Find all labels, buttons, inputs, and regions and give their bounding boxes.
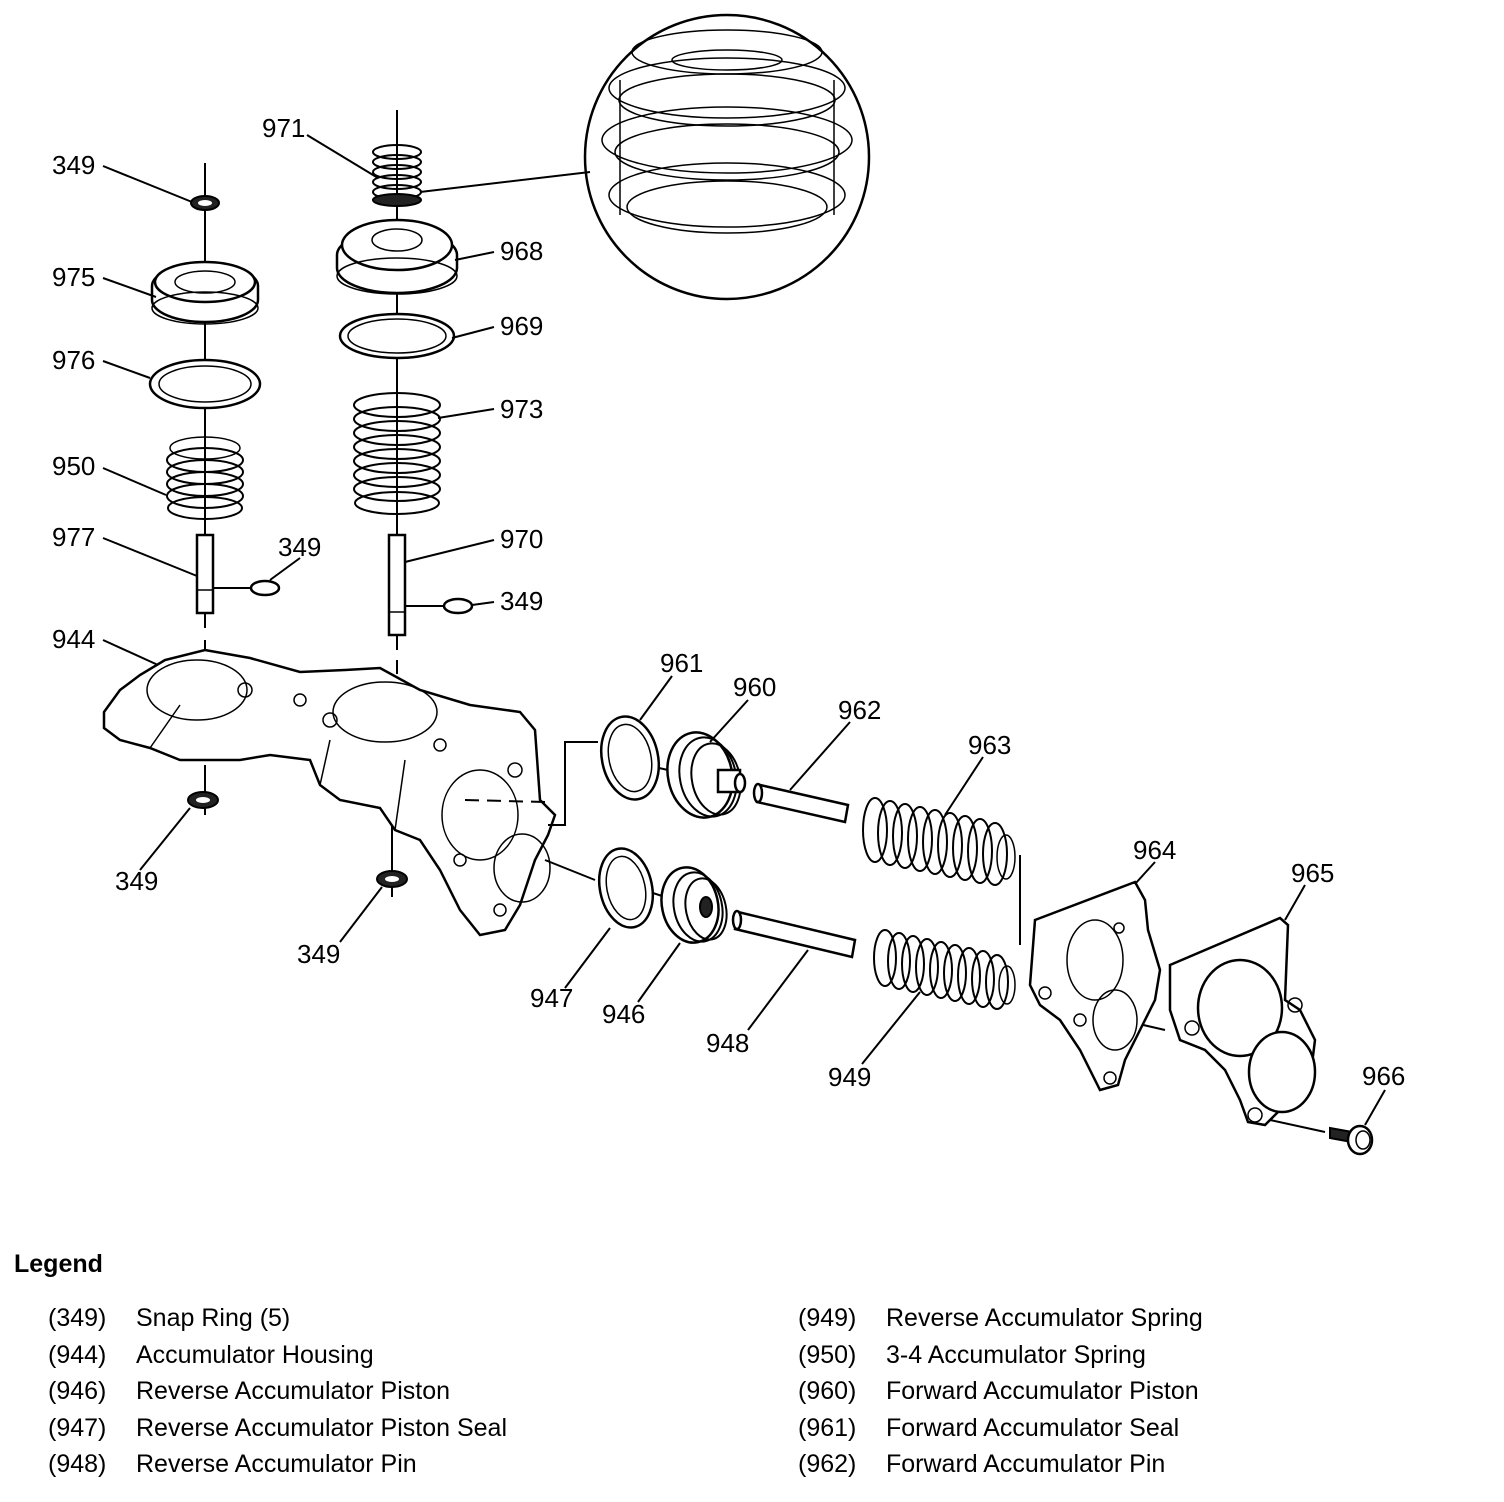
legend-column-left: (349) Snap Ring (5) (944) Accumulator Ho…: [48, 1300, 507, 1483]
callout-349: 349: [115, 866, 158, 896]
bolt-966: [1329, 1124, 1374, 1156]
legend-code: (960): [798, 1377, 857, 1405]
legend-row: (949) Reverse Accumulator Spring: [798, 1300, 1203, 1337]
legend-label: Reverse Accumulator Piston: [136, 1377, 451, 1405]
pin-962: [752, 782, 850, 824]
legend-label: Forward Accumulator Piston: [886, 1377, 1199, 1405]
legend-row: (947) Reverse Accumulator Piston Seal: [48, 1410, 507, 1447]
spring-971: [372, 144, 422, 207]
callout-349: 349: [297, 939, 340, 969]
callout-349: 349: [52, 150, 95, 180]
legend-label: Reverse Accumulator Spring: [886, 1304, 1203, 1332]
legend-column-right: (949) Reverse Accumulator Spring (950) 3…: [798, 1300, 1203, 1483]
legend-label: 3-4 Accumulator Spring: [886, 1340, 1146, 1369]
spring-950: [166, 436, 244, 520]
callout-970: 970: [500, 524, 543, 554]
callout-949: 949: [828, 1062, 871, 1092]
piston-946: [660, 866, 728, 944]
callout-349: 349: [278, 532, 321, 562]
callout-971: 971: [262, 113, 305, 143]
legend-label: Reverse Accumulator Piston Seal: [136, 1413, 508, 1442]
legend-code: (944): [48, 1340, 107, 1369]
callout-948: 948: [706, 1028, 749, 1058]
callout-960: 960: [733, 672, 776, 702]
legend-label: Snap Ring (5): [136, 1304, 291, 1332]
piston-968: [335, 218, 459, 295]
callout-947: 947: [530, 983, 573, 1013]
legend-row: (948) Reverse Accumulator Pin: [48, 1446, 507, 1483]
callout-946: 946: [602, 999, 645, 1029]
pin-948: [731, 909, 857, 959]
legend-code: (962): [798, 1450, 857, 1478]
callout-963: 963: [968, 730, 1011, 760]
callout-965: 965: [1291, 858, 1334, 888]
accumulator-housing-944: [102, 648, 557, 937]
callout-977: 977: [52, 522, 95, 552]
legend-label: Forward Accumulator Pin: [886, 1450, 1166, 1478]
piston-975: [150, 260, 260, 325]
legend-row: (962) Forward Accumulator Pin: [798, 1446, 1203, 1483]
legend-row: (950) 3-4 Accumulator Spring: [798, 1337, 1203, 1374]
callout-349: 349: [500, 586, 543, 616]
exploded-parts-diagram: 971 349 968 975 969 976 973 950 977 349 …: [52, 13, 1405, 1156]
legend-code: (946): [48, 1377, 107, 1405]
callout-961: 961: [660, 648, 703, 678]
callout-975: 975: [52, 262, 95, 292]
gasket-964: [1028, 880, 1162, 1092]
legend-code: (950): [798, 1340, 857, 1369]
legend-label: Accumulator Housing: [136, 1340, 374, 1369]
legend-label: Forward Accumulator Seal: [886, 1413, 1180, 1442]
legend-code: (948): [48, 1450, 107, 1478]
cover-965: [1168, 916, 1317, 1127]
legend-title: Legend: [14, 1250, 103, 1278]
spring-963: [862, 797, 1016, 886]
legend-row: (944) Accumulator Housing: [48, 1337, 507, 1374]
callout-964: 964: [1133, 835, 1176, 865]
legend-row: (946) Reverse Accumulator Piston: [48, 1373, 507, 1410]
callout-973: 973: [500, 394, 543, 424]
legend-row: (960) Forward Accumulator Piston: [798, 1373, 1203, 1410]
spring-949: [873, 929, 1016, 1010]
legend-label: Reverse Accumulator Pin: [136, 1450, 417, 1478]
callout-944: 944: [52, 624, 95, 654]
legend-row: (961) Forward Accumulator Seal: [798, 1410, 1203, 1447]
callout-968: 968: [500, 236, 543, 266]
spring-detail-magnifier: [583, 13, 871, 301]
legend-code: (961): [798, 1413, 857, 1442]
legend-code: (349): [48, 1304, 107, 1332]
callout-950: 950: [52, 451, 95, 481]
legend-code: (947): [48, 1413, 107, 1442]
callout-969: 969: [500, 311, 543, 341]
legend-row: (349) Snap Ring (5): [48, 1300, 507, 1337]
callout-976: 976: [52, 345, 95, 375]
callout-962: 962: [838, 695, 881, 725]
spring-973: [353, 392, 441, 515]
piston-960: [666, 731, 747, 819]
callout-966: 966: [1362, 1061, 1405, 1091]
legend-code: (949): [798, 1304, 857, 1332]
